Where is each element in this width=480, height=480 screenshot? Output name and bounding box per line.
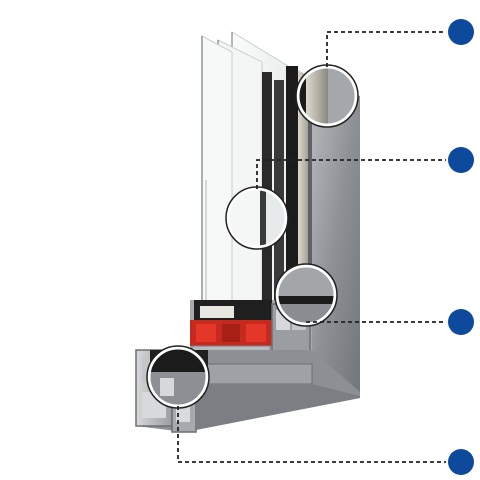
outer-frame-profile (135, 349, 360, 433)
leader-line-4 (177, 406, 446, 463)
magnifier-4 (146, 345, 210, 409)
magnifier-2 (225, 186, 289, 250)
callout-2-circle-marker-icon[interactable] (448, 147, 474, 173)
glazing-seal-strip (262, 66, 298, 302)
callout-markers (448, 19, 474, 475)
magnifier-3 (274, 263, 338, 327)
glass-pane-inner (201, 35, 233, 303)
callout-4-circle-marker-icon[interactable] (448, 449, 474, 475)
leader-line-2 (256, 159, 446, 189)
callout-1-circle-marker-icon[interactable] (448, 19, 474, 45)
leader-lines (177, 31, 446, 463)
callout-3-circle-marker-icon[interactable] (448, 309, 474, 335)
leader-line-1 (326, 31, 446, 67)
